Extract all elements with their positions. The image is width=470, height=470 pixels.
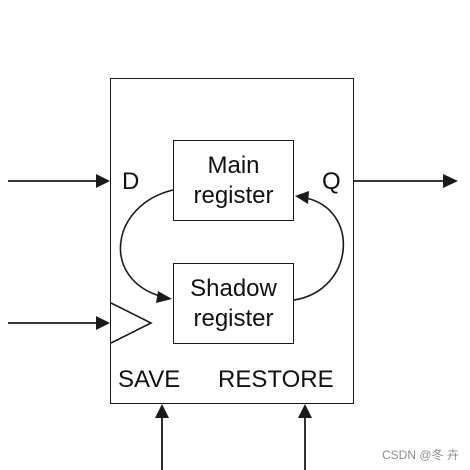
shadow-register-label-line1: Shadow — [190, 274, 277, 302]
d-input-arrowhead — [96, 174, 110, 188]
d-port-label: D — [122, 168, 140, 195]
restore-port-label: RESTORE — [218, 366, 334, 393]
q-output-arrowhead — [443, 174, 458, 188]
save-port-label: SAVE — [118, 366, 181, 393]
main-register-label-line2: register — [193, 181, 274, 209]
save-input-arrowhead — [155, 404, 169, 418]
main-register-box: Main register — [173, 140, 294, 221]
shadow-register-label-line2: register — [193, 304, 274, 332]
q-port-label: Q — [322, 168, 341, 195]
main-register-label-line1: Main — [207, 151, 260, 179]
save-arc — [119, 189, 174, 298]
clock-symbol — [110, 302, 153, 344]
shadow-register-box: Shadow register — [173, 263, 294, 344]
restore-arc — [293, 197, 345, 301]
register-block-outline — [110, 78, 354, 404]
save-arc-arrowhead — [156, 291, 172, 303]
restore-arc-arrowhead — [295, 191, 309, 204]
watermark-text: CSDN @冬 卉 — [382, 448, 459, 462]
restore-input-arrowhead — [298, 404, 312, 418]
clock-input-arrowhead — [96, 316, 110, 330]
